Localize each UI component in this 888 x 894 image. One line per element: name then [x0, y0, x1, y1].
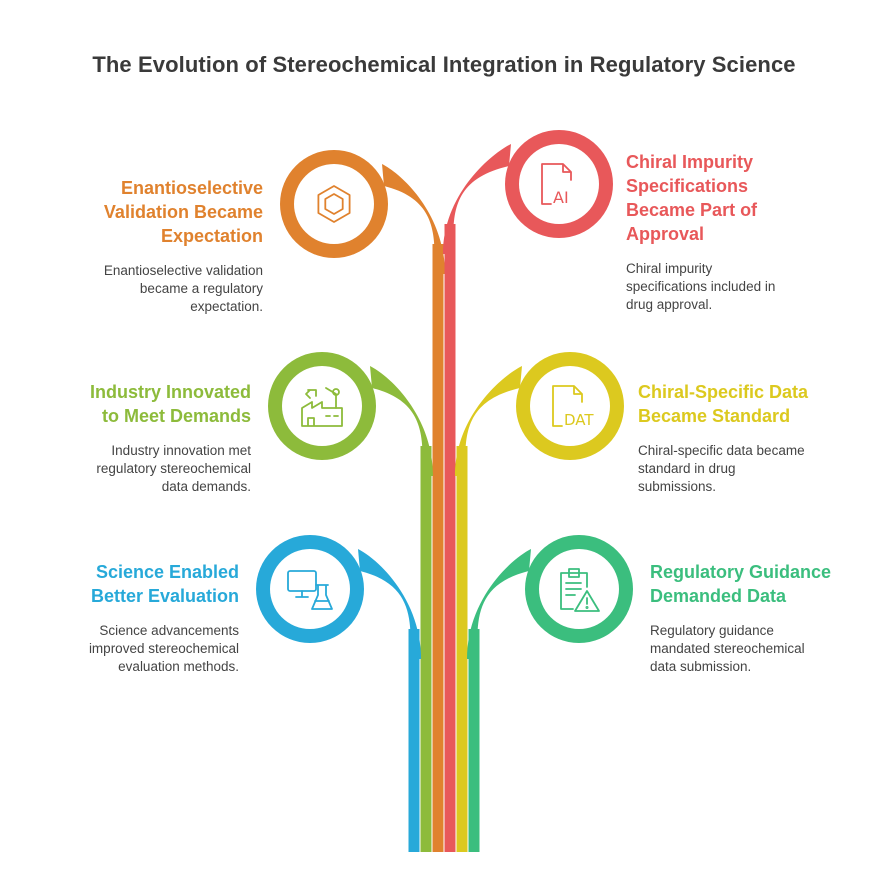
icon-circle-enantioselective — [294, 164, 374, 244]
heading-line: Industry Innovated — [89, 382, 251, 402]
description-line: data submission. — [650, 659, 752, 674]
description-line: Chiral impurity — [626, 261, 713, 276]
stem-industry — [420, 446, 432, 852]
factory-robot-icon — [301, 387, 343, 427]
description-line: expectation. — [190, 299, 263, 314]
heading-line: Demanded Data — [650, 586, 787, 606]
branch-industry — [268, 352, 433, 852]
branch-chiral-data: DAT — [455, 352, 624, 852]
description-line: drug approval. — [626, 297, 713, 312]
branch-chiral-impurity: AI — [443, 130, 613, 852]
icon-label-chiral-data: DAT — [564, 411, 594, 429]
description-line: Chiral-specific data became — [638, 443, 805, 458]
stem-enantioselective — [432, 244, 444, 852]
description-line: Industry innovation met — [111, 443, 251, 458]
heading-line: Science Enabled — [95, 562, 239, 582]
heading-line: Chiral-Specific Data — [638, 382, 809, 402]
description-chiral-impurity: Chiral impurity specifications included i… — [626, 260, 856, 314]
stem-chiral-impurity — [444, 224, 456, 852]
branch-science — [256, 535, 421, 852]
icon-circle-science — [270, 549, 350, 629]
heading-line: Became Part of — [626, 200, 758, 220]
dat-document-icon: DAT — [552, 385, 594, 429]
description-line: Regulatory guidance — [650, 623, 774, 638]
description-line: standard in drug — [638, 461, 736, 476]
heading-line: Enantioselective — [120, 178, 263, 198]
heading-line: Chiral Impurity — [626, 152, 754, 172]
description-science: Science advancements improved stereochemi… — [20, 622, 239, 676]
heading-line: Expectation — [160, 226, 263, 246]
description-line: mandated stereochemical — [650, 641, 805, 656]
description-chiral-data: Chiral-specific data became standard in d… — [638, 442, 878, 496]
heading-industry: Industry Innovated to Meet Demands — [30, 380, 251, 428]
description-industry: Industry innovation met regulatory stereo… — [30, 442, 251, 496]
description-line: Enantioselective validation — [103, 263, 263, 278]
description-line: regulatory stereochemical — [96, 461, 251, 476]
description-line: evaluation methods. — [118, 659, 239, 674]
description-line: Science advancements — [99, 623, 239, 638]
heading-line: Validation Became — [103, 202, 263, 222]
description-guidance: Regulatory guidance mandated stereochemic… — [650, 622, 880, 676]
branch-enantioselective — [280, 150, 445, 852]
icon-circle-chiral-impurity — [519, 144, 599, 224]
branch-guidance — [467, 535, 633, 852]
description-line: data demands. — [161, 479, 251, 494]
description-line: became a regulatory — [139, 281, 263, 296]
heading-line: to Meet Demands — [101, 406, 251, 426]
heading-line: Regulatory Guidance — [650, 562, 832, 582]
heading-line: Became Standard — [638, 406, 791, 426]
heading-line: Better Evaluation — [90, 586, 239, 606]
stem-guidance — [468, 629, 480, 852]
heading-line: Specifications — [626, 176, 749, 196]
monitor-flask-icon — [287, 570, 333, 610]
icon-label-chiral-impurity: AI — [553, 188, 569, 207]
icon-circle-chiral-data — [530, 366, 610, 446]
description-line: submissions. — [638, 479, 717, 494]
stem-chiral-data — [456, 446, 468, 852]
description-enantioselective: Enantioselective validation became a regu… — [40, 262, 263, 316]
ai-document-icon: AI — [541, 163, 572, 207]
diagram-title: The Evolution of Stereochemical Integrat… — [92, 52, 796, 77]
description-line: improved stereochemical — [88, 641, 239, 656]
heading-line: Approval — [626, 224, 705, 244]
hexagon-molecule-icon — [317, 185, 351, 223]
clipboard-warning-icon — [560, 568, 600, 612]
description-line: specifications included in — [626, 279, 776, 294]
stem-science — [408, 629, 420, 852]
